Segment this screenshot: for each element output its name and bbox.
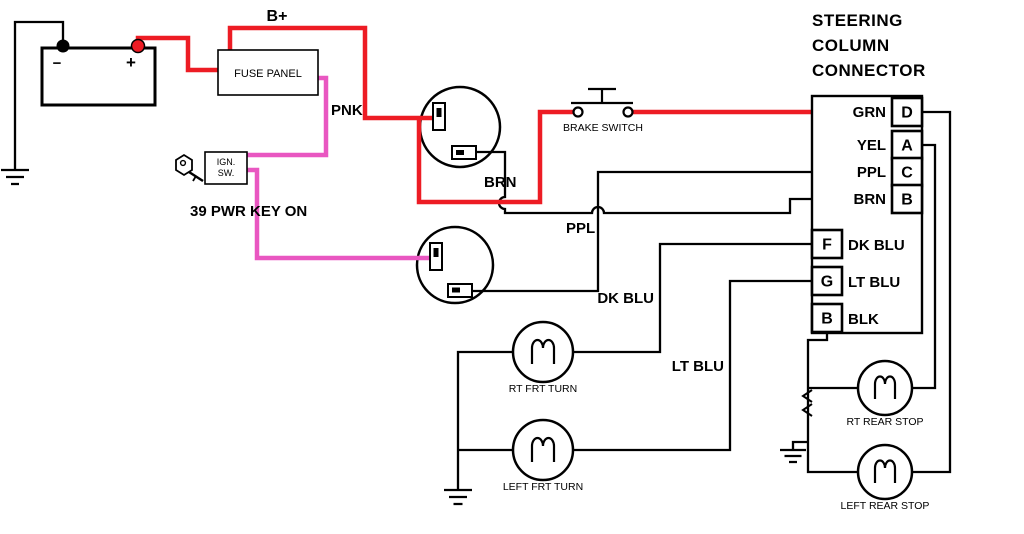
pin-wire-brn: BRN <box>854 191 887 208</box>
pin-box-b-lower <box>810 302 844 334</box>
battery-positive-terminal <box>130 38 146 54</box>
ppl-wire <box>472 170 812 293</box>
splice-chevrons <box>801 389 813 417</box>
lt-blu-label: LT BLU <box>672 358 724 375</box>
pnk-label: PNK <box>331 102 363 119</box>
lamp-label-left-rear-stop: LEFT REAR STOP <box>841 500 930 512</box>
ign-sw-label-2: SW. <box>218 168 235 178</box>
connector-title-line2: COLUMN <box>812 36 890 55</box>
ground-symbol-front-lamps <box>444 488 472 506</box>
turn-flasher-terminals <box>429 242 473 298</box>
lamp-label-rt-frt-turn: RT FRT TURN <box>509 383 577 395</box>
battery-plus-label: + <box>126 53 136 72</box>
brake-switch-label: BRAKE SWITCH <box>563 122 643 134</box>
lt-blu-wire <box>573 279 812 452</box>
front-lamps-ground-wire <box>456 350 513 490</box>
hazard-flasher-terminals <box>432 102 477 160</box>
battery-negative-terminal <box>56 39 70 53</box>
lamp-left-rear-stop <box>856 443 914 501</box>
filament-left-rear-stop <box>873 459 897 483</box>
pin-wire-lt-blu: LT BLU <box>848 274 900 291</box>
ground-symbol-battery <box>1 168 29 186</box>
red-wires <box>135 25 812 205</box>
black-wires <box>1 20 952 506</box>
pin-box-c <box>890 156 924 188</box>
battery <box>40 46 157 107</box>
brake-switch-plunger <box>588 87 616 103</box>
pin-wire-blk: BLK <box>848 311 879 328</box>
b-plus-to-brake-switch-wire <box>416 109 573 205</box>
pin-letter-b: B <box>901 192 913 209</box>
pin-letter-a: A <box>901 138 913 155</box>
pin-letter-d: D <box>901 105 913 122</box>
pin-letter-f: F <box>822 237 832 254</box>
battery-minus-label: − <box>53 55 62 72</box>
pin-box-g <box>810 265 844 297</box>
pin-letter-g: G <box>821 274 833 291</box>
lamp-rt-rear-stop <box>856 359 914 417</box>
lamp-filaments <box>530 338 897 483</box>
ign-sw-label-1: IGN. <box>217 157 236 167</box>
ground-symbol-rear-lamps <box>780 448 806 464</box>
connector-title-line1: STEERING <box>812 11 903 30</box>
key-on-label: 39 PWR KEY ON <box>190 203 307 220</box>
pin-wire-yel: YEL <box>857 137 886 154</box>
pin-letter-c: C <box>901 165 913 182</box>
lamp-label-rt-rear-stop: RT REAR STOP <box>846 416 923 428</box>
pink-wires <box>247 75 430 261</box>
lamp-left-frt-turn <box>511 418 575 482</box>
pin-letter-b-lower: B <box>821 311 833 328</box>
fuse-panel-label: FUSE PANEL <box>234 68 302 80</box>
pin-wire-dk-blu: DK BLU <box>848 237 905 254</box>
pin-wire-grn: GRN <box>853 104 886 121</box>
filament-rt-rear-stop <box>873 375 897 399</box>
dk-blu-wire <box>573 242 812 354</box>
filament-rt-frt-turn <box>530 338 556 364</box>
connector-title-line3: CONNECTOR <box>812 61 926 80</box>
b-plus-rail-wire <box>227 25 433 121</box>
grn-to-left-rear-wire <box>912 110 952 474</box>
battery-ground-wire <box>13 20 65 170</box>
brn-wire <box>476 150 812 215</box>
pin-wire-ppl: PPL <box>857 164 886 181</box>
key-icon <box>175 153 204 183</box>
pin-box-d <box>890 96 924 128</box>
yel-to-rt-rear-wire <box>912 143 937 390</box>
pin-box-f <box>810 228 844 260</box>
filament-left-frt-turn <box>530 436 556 462</box>
b-plus-label: B+ <box>267 8 288 25</box>
ignition-switch <box>204 151 248 185</box>
brake-switch <box>571 87 634 118</box>
pnk-wire <box>247 75 329 158</box>
lamp-rt-frt-turn <box>511 320 575 384</box>
ppl-label: PPL <box>566 220 595 237</box>
dk-blu-label: DK BLU <box>597 290 654 307</box>
blk-ground-wire <box>791 332 858 474</box>
fuse-panel <box>217 49 319 96</box>
brn-label: BRN <box>484 174 517 191</box>
lamp-label-left-frt-turn: LEFT FRT TURN <box>503 481 583 493</box>
pin-box-b <box>890 183 924 215</box>
key-on-feed-wire <box>247 167 430 261</box>
